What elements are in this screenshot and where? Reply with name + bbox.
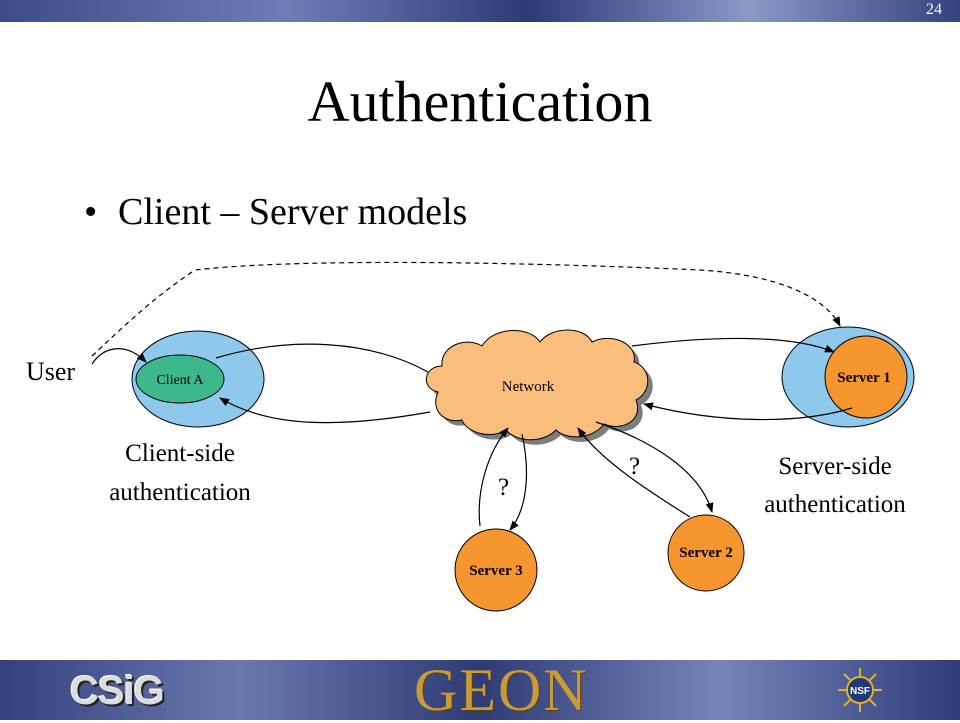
top-banner: 24 (0, 0, 960, 22)
network-to-server3-arrow (509, 433, 528, 531)
question-mark-right: ? (629, 453, 640, 480)
user-to-client-arrow (91, 348, 147, 365)
server-2-node (667, 514, 745, 592)
authentication-diagram: Client A Server 1 Network Server 2 Serve… (26, 261, 915, 612)
csig-logo: CSiG (70, 669, 165, 713)
client-a-node (135, 354, 225, 404)
server-3-node (454, 528, 538, 612)
client-to-network-arrow (215, 343, 429, 373)
bullet-text: Client – Server models (118, 191, 468, 233)
bullet-item: • Client – Server models (84, 190, 467, 234)
network-to-server1-arrow (631, 337, 835, 353)
user-label: User (26, 357, 75, 386)
server-1-label: Server 1 (837, 370, 890, 386)
server-2-label: Server 2 (679, 545, 732, 561)
footer-banner: CSiG GEON NSF (0, 660, 960, 720)
question-mark-left: ? (498, 474, 509, 501)
server3-to-network-arrow (478, 427, 509, 527)
svg-text:NSF: NSF (850, 686, 870, 697)
nsf-logo-icon: NSF (836, 666, 884, 714)
client-a-label: Client A (156, 373, 204, 388)
client-side-label-line1: Client-side (125, 440, 235, 467)
slide-number: 24 (926, 1, 942, 18)
slide-title: Authentication (307, 69, 653, 134)
network-to-server2-arrow (595, 421, 714, 513)
network-to-client-arrow (219, 397, 431, 424)
server2-to-network-arrow (577, 427, 691, 518)
server-3-label: Server 3 (469, 563, 522, 579)
server-1-node (824, 335, 908, 419)
bullet-dot-icon: • (84, 191, 98, 233)
client-side-label-line2: authentication (109, 479, 251, 506)
server1-to-network-arrow (643, 402, 853, 421)
geon-logo: GEON (414, 657, 589, 723)
network-label: Network (502, 379, 555, 395)
user-to-server1-dashed-arrow (91, 261, 841, 357)
server-side-label-line1: Server-side (778, 453, 891, 480)
server-side-label-line2: authentication (764, 491, 906, 518)
